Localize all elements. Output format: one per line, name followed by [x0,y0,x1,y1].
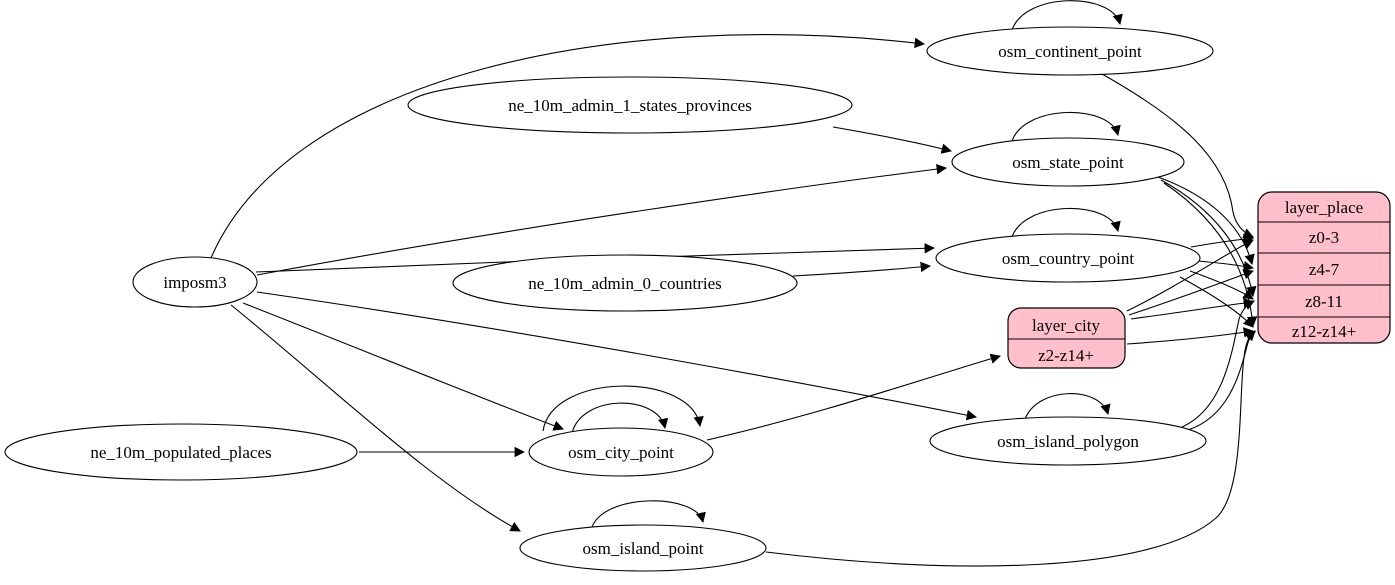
selfloop-country [1011,207,1121,238]
selfloop-continent [1011,0,1123,31]
edge-continent-z0 [1101,73,1254,238]
selfloop-islandpolygon [1024,393,1111,420]
nepop-label: ne_10m_populated_places [90,443,271,462]
edge-layercity-z12 [1126,327,1255,345]
node-osm-continent-point: osm_continent_point [926,26,1214,76]
edge-ne1-state [832,126,953,154]
edge-city-layercity [706,353,1002,441]
city-ellipse [528,427,714,477]
layer-city-box [1007,307,1126,369]
state-label: osm_state_point [1012,153,1124,172]
edge-layercity-z0 [1126,239,1254,312]
edge-country-z8 [1189,270,1254,300]
edge-country-z0 [1190,233,1255,248]
layer-city-title: layer_city [1032,316,1100,335]
islandpoint-ellipse [519,524,767,572]
continent-label: osm_continent_point [998,42,1142,61]
layer-place-title: layer_place [1285,198,1363,217]
edge-imposm3-islandpoint [230,304,521,532]
city-label: osm_city_point [568,443,674,462]
node-layer-place: layer_place z0-3 z4-7 z8-11 z12-z14+ [1257,191,1391,344]
edge-islandpolygon-z12 [1187,330,1256,431]
node-osm-state-point: osm_state_point [951,137,1185,187]
layer-place-row-z4-7: z4-7 [1309,260,1340,279]
edge-islandpoint-z12 [765,331,1256,567]
ne0-ellipse [452,254,798,312]
node-osm-island-point: osm_island_point [519,524,767,572]
edge-imposm3-city [242,302,564,431]
ne1-label: ne_10m_admin_1_states_provinces [508,96,752,115]
state-ellipse [951,137,1185,187]
node-ne-10m-populated-places: ne_10m_populated_places [4,423,358,481]
edge-imposm3-continent [210,34,926,259]
node-osm-island-polygon: osm_island_polygon [929,416,1207,466]
layer-place-box [1257,191,1391,344]
node-osm-country-point: osm_country_point [935,233,1201,283]
islandpolygon-label: osm_island_polygon [997,432,1139,451]
edge-country-z4 [1197,260,1255,272]
selfloop-islandpoint [591,500,706,528]
imposm3-ellipse [132,256,258,308]
islandpolygon-ellipse [929,416,1207,466]
layer-place-row-z0-3: z0-3 [1309,228,1339,247]
edge-state-z4 [1157,176,1255,266]
selfloop-city-inner [571,402,669,434]
edge-state-z8 [1160,179,1257,298]
layer-city-row-z2-z14: z2-z14+ [1038,346,1094,365]
node-osm-city-point: osm_city_point [528,427,714,477]
country-ellipse [935,233,1201,283]
layer-place-row-z12-z14: z12-z14+ [1292,322,1356,341]
edge-imposm3-islandpolygon [256,291,978,421]
ne0-label: ne_10m_admin_0_countries [528,274,722,293]
ne1-ellipse [407,76,853,134]
edge-imposm3-state [256,163,948,276]
node-layer-city: layer_city z2-z14+ [1007,307,1126,369]
edge-islandpolygon-z8 [1181,300,1255,428]
imposm3-label: imposm3 [163,273,226,292]
node-imposm3: imposm3 [132,256,258,308]
edge-ne0-country [792,261,932,277]
edge-layercity-z4 [1128,269,1254,316]
islandpoint-label: osm_island_point [583,539,704,558]
edge-country-z12 [1179,276,1254,328]
nepop-ellipse [4,423,358,481]
node-ne-10m-admin-1-states-provinces: ne_10m_admin_1_states_provinces [407,76,853,134]
layer-place-row-z8-11: z8-11 [1305,292,1343,311]
edges [210,0,1258,567]
selfloop-state [1011,111,1121,142]
node-ne-10m-admin-0-countries: ne_10m_admin_0_countries [452,254,798,312]
selfloop-city-outer [542,385,704,432]
country-label: osm_country_point [1002,249,1134,268]
continent-ellipse [926,26,1214,76]
